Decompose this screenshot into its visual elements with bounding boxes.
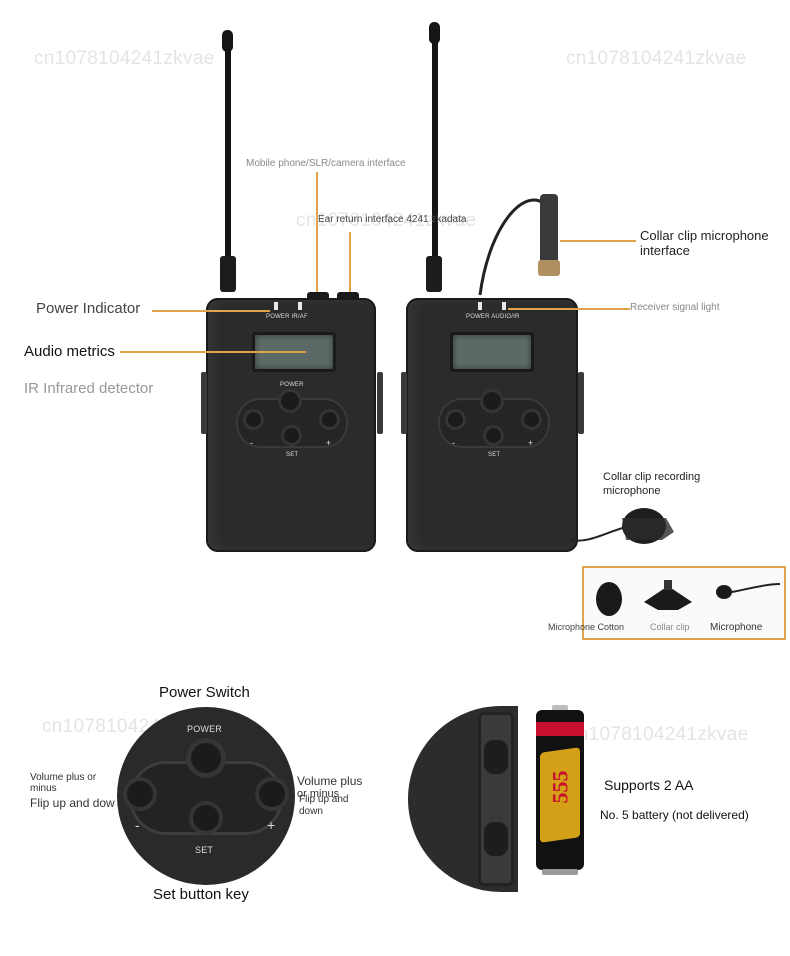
ir-led (298, 302, 302, 310)
set-button[interactable] (486, 428, 501, 443)
watermark: cn1078104241zkvae (566, 48, 747, 69)
power-button[interactable] (483, 392, 501, 410)
watermark: cn1078104241zkvae (296, 210, 477, 231)
lavalier-mic (570, 508, 674, 544)
device-top-marking: POWER AUDIO/IR (466, 314, 520, 320)
zoom-power-button[interactable] (191, 743, 221, 773)
zoom-minus-button[interactable] (127, 781, 153, 807)
device-top-marking: POWER IR/AF (266, 314, 308, 320)
antenna-tip (222, 30, 233, 52)
plus-marking: + (326, 438, 332, 448)
signal-led (502, 302, 506, 310)
leader-line (349, 232, 351, 292)
watermark: cn1078104241zkvae (568, 724, 749, 745)
belt-clip (578, 372, 584, 434)
watermark: cn1078104241zkvae (34, 48, 215, 69)
microphone-icon (716, 583, 781, 599)
plus-marking: + (528, 438, 534, 448)
leader-line (152, 310, 270, 312)
minus-marking: - (250, 438, 254, 448)
audio-metrics-label: Audio metrics (24, 343, 115, 360)
power-marking: POWER (280, 382, 304, 388)
volume-left-label: Volume plus or minus (30, 772, 97, 794)
volume-left-flip-label: Flip up and dow (30, 796, 115, 810)
set-button-key-label: Set button key (153, 886, 249, 903)
zoom-power-marking: POWER (187, 724, 223, 734)
ear-return-label: Ear return interface 4241 zkadata (318, 214, 467, 225)
receiver-antenna (432, 32, 438, 272)
zoom-set-marking: SET (195, 845, 214, 855)
leader-line (120, 351, 306, 353)
power-led (478, 302, 482, 310)
leader-line (508, 308, 630, 310)
lcd-screen (252, 332, 336, 372)
volume-right-flip-text: Flip up and (299, 794, 349, 805)
minus-marking: - (452, 438, 456, 448)
power-switch-label: Power Switch (159, 684, 250, 701)
leader-line (560, 240, 636, 242)
mic-cotton-icon (596, 582, 622, 616)
volume-right-down-label: down (299, 806, 323, 817)
volume-right-label: Volume plus (297, 774, 363, 788)
zoom-plus-marking: + (267, 817, 276, 833)
lcd-screen (450, 332, 534, 372)
belt-clip (201, 372, 207, 434)
battery-brand: 555 (547, 770, 573, 804)
button-zoom-circle: POWER - + SET (117, 707, 295, 885)
receiver-body: POWER AUDIO/IR - + SET (406, 298, 578, 552)
battery-note-label: No. 5 battery (not delivered) (600, 808, 749, 822)
battery-contact (484, 822, 508, 856)
zoom-minus-marking: - (135, 817, 140, 833)
set-button[interactable] (284, 428, 299, 443)
battery-bottom (542, 869, 578, 875)
leader-line (316, 172, 318, 292)
collar-recording-mic-label: Collar clip recording microphone (603, 471, 701, 497)
zoom-plus-button[interactable] (259, 781, 285, 807)
volume-right-flip-label: Flip up and (299, 794, 348, 805)
minus-button[interactable] (246, 412, 261, 427)
battery-compartment-zoom (408, 706, 518, 892)
antenna-base (426, 256, 442, 292)
transmitter-antenna (225, 40, 231, 270)
belt-clip (377, 372, 383, 434)
phone-interface-label: Mobile phone/SLR/camera interface (246, 158, 406, 169)
mic-cotton-label: Microphone Cotton (548, 622, 625, 632)
battery-contact (484, 740, 508, 774)
battery-terminal (552, 705, 568, 711)
volume-right-label-2: or minus (297, 788, 340, 800)
compartment-slot (478, 712, 514, 886)
ir-detector-label: IR Infrared detector (24, 380, 154, 397)
collar-clip-label: Collar clip (650, 622, 690, 632)
belt-clip (401, 372, 407, 434)
mic-cable (478, 194, 560, 296)
microphone-label: Microphone (710, 622, 763, 633)
transmitter-body: POWER IR/AF POWER - + SET (206, 298, 376, 552)
zoom-set-button[interactable] (193, 805, 219, 831)
collar-interface-label: Collar clip microphone interface (640, 228, 769, 258)
aa-battery: 555 (536, 705, 584, 877)
antenna-base (220, 256, 236, 292)
receiver-light-label: Receiver signal light (630, 302, 720, 313)
antenna-tip (429, 22, 440, 44)
power-button[interactable] (281, 392, 299, 410)
set-marking: SET (488, 452, 501, 458)
battery-band (536, 722, 584, 736)
minus-button[interactable] (448, 412, 463, 427)
power-indicator-label: Power Indicator (36, 300, 141, 317)
plus-button[interactable] (524, 412, 539, 427)
battery-body: 555 (536, 710, 584, 870)
plus-button[interactable] (322, 412, 337, 427)
supports-aa-label: Supports 2 AA (604, 777, 694, 793)
accessories-box: Microphone Cotton Collar clip Microphone (548, 566, 786, 640)
power-led (274, 302, 278, 310)
set-marking: SET (286, 452, 299, 458)
collar-clip-icon (644, 580, 692, 610)
